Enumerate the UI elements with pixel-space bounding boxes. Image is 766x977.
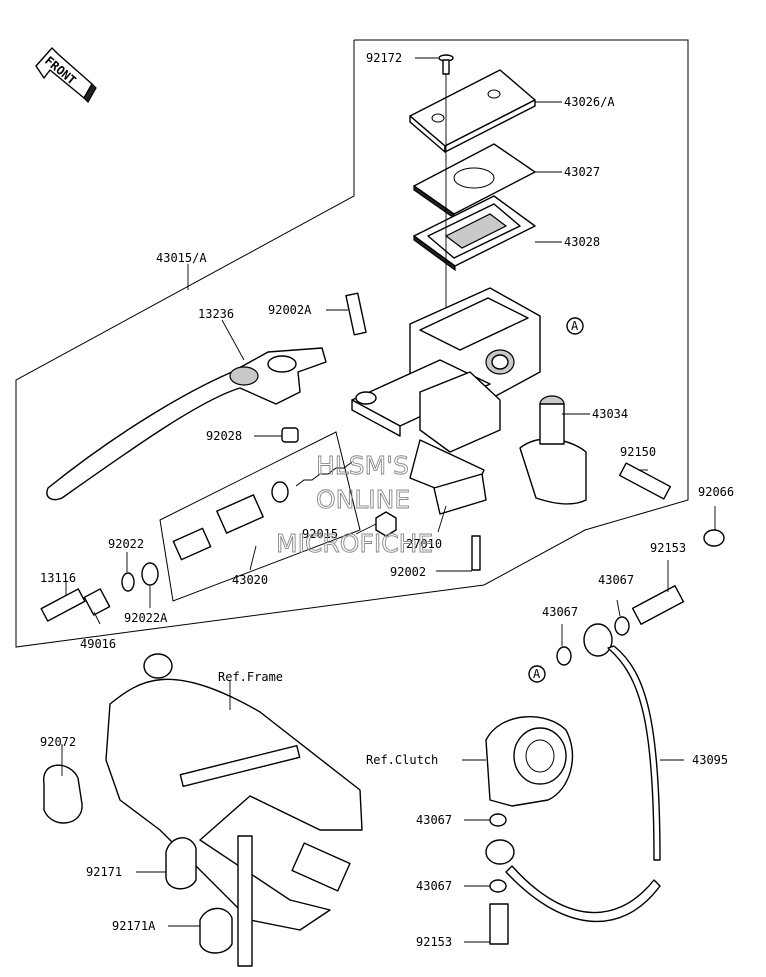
pivot-bolt-part [345, 292, 367, 336]
hose-clamp-a-part [199, 907, 233, 954]
assembly-outline [15, 39, 689, 648]
part-label: 43067 [542, 605, 578, 619]
watermark-line-1: HLSM'S [316, 451, 409, 480]
clamp-bolt-part [618, 462, 672, 500]
front-arrow-icon: FRONT [35, 47, 97, 103]
part-label: 13116 [40, 571, 76, 585]
part-label: 43067 [416, 813, 452, 827]
push-rod-parts [40, 562, 159, 622]
hose-clamp-part [165, 837, 197, 890]
washer-43067-c-part [489, 813, 507, 827]
part-label: 92066 [698, 485, 734, 499]
clutch-lever-part [46, 347, 327, 501]
part-label: 92022A [124, 611, 168, 625]
part-label: 92171 [86, 865, 122, 879]
holder-clamp-part [519, 395, 587, 505]
part-label: 43015/A [156, 251, 207, 265]
part-label: 49016 [80, 637, 116, 651]
ref-frame-label: Ref.Frame [218, 670, 283, 684]
part-label: 92015 [302, 527, 338, 541]
watermark-line-2: ONLINE [316, 485, 410, 514]
part-label: 43095 [692, 753, 728, 767]
part-label: 13236 [198, 307, 234, 321]
part-label: 43034 [592, 407, 628, 421]
part-label: 92150 [620, 445, 656, 459]
part-label: 43027 [564, 165, 600, 179]
banjo-bolt-bottom-part [489, 903, 509, 945]
pivot-collar-part [281, 427, 299, 443]
cap-part [703, 529, 725, 547]
washer-43067-d-part [489, 879, 507, 893]
part-label: 43067 [416, 879, 452, 893]
part-label: 92002A [268, 303, 312, 317]
washer-43067-a-part [556, 646, 572, 666]
part-label: 92028 [206, 429, 242, 443]
clutch-hose-part [505, 623, 661, 923]
part-label: 92153 [650, 541, 686, 555]
diaphragm-part [413, 195, 536, 272]
part-label: 43067 [598, 573, 634, 587]
callout-a-bottom-letter: A [533, 667, 541, 681]
washer-43067-b-part [614, 616, 630, 636]
switch-part [433, 473, 487, 515]
part-label: 92022 [108, 537, 144, 551]
clutch-slave-part [485, 716, 574, 807]
part-label: 43026/A [564, 95, 615, 109]
watermark-line-3: MICROFICHE [276, 529, 433, 558]
part-label: 43028 [564, 235, 600, 249]
part-label: 27010 [406, 537, 442, 551]
part-label: 92172 [366, 51, 402, 65]
callout-a-bottom [528, 665, 546, 683]
part-label: 92002 [390, 565, 426, 579]
banjo-bolt-top-part [631, 585, 685, 625]
nut-part [375, 511, 397, 537]
switch-screw-part [471, 535, 481, 571]
part-label: 92153 [416, 935, 452, 949]
ref-clutch-label: Ref.Clutch [366, 753, 438, 767]
part-label: 92171A [112, 919, 156, 933]
part-label: 43020 [232, 573, 268, 587]
banjo-lower-part [485, 839, 515, 865]
cap-screw-part [438, 54, 454, 75]
callout-a-top [566, 317, 584, 335]
piston-parts [172, 461, 353, 561]
leader-lines [61, 57, 716, 943]
part-label: 92072 [40, 735, 76, 749]
frame-part [105, 653, 363, 967]
callout-a-top-letter: A [571, 319, 579, 333]
reservoir-cap-part [409, 69, 536, 153]
piston-kit-outline [159, 431, 361, 602]
strap-part [43, 764, 83, 824]
